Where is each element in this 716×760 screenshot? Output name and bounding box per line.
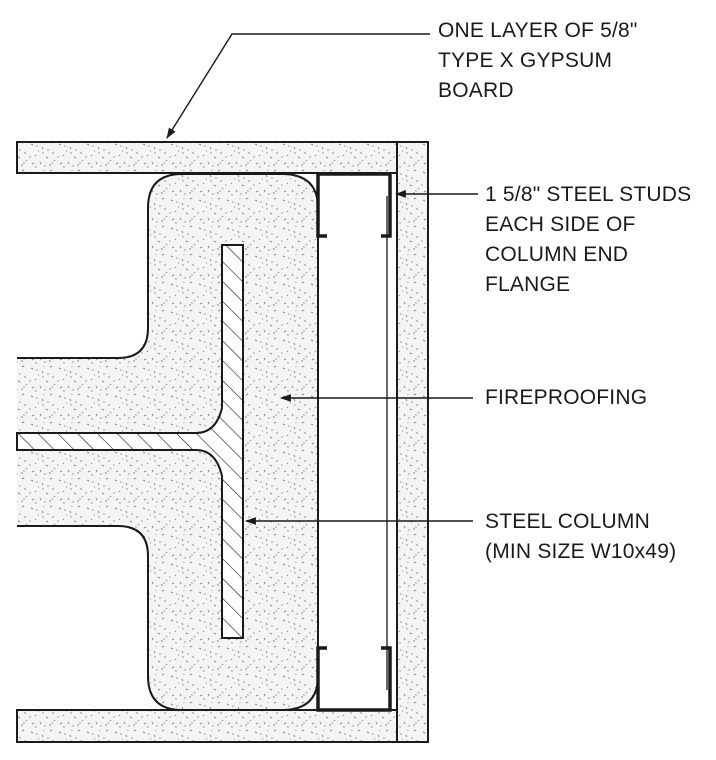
leader-gypsum — [166, 33, 430, 139]
callout-line: STEEL COLUMN — [485, 510, 650, 533]
gypsum-board-right — [396, 141, 429, 743]
callout-line: FIREPROOFING — [485, 386, 648, 409]
callout-line: BOARD — [438, 79, 514, 102]
gypsum-board-top — [16, 141, 429, 174]
gypsum-board-bottom — [16, 709, 429, 743]
callout-fireproofing: FIREPROOFING — [485, 383, 647, 413]
callout-line: TYPE X GYPSUM — [438, 49, 613, 72]
callout-gypsum-board: ONE LAYER OF 5/8" TYPE X GYPSUM BOARD — [438, 16, 638, 106]
callout-line: (MIN SIZE W10x49) — [485, 540, 677, 563]
callout-line: COLUMN END — [485, 243, 629, 266]
callout-line: EACH SIDE OF — [485, 213, 636, 236]
callout-steel-studs: 1 5/8" STEEL STUDS EACH SIDE OF COLUMN E… — [485, 180, 691, 300]
callout-line: 1 5/8" STEEL STUDS — [485, 183, 692, 206]
steel-column — [16, 244, 244, 639]
stud-top — [316, 172, 392, 238]
gypsum-board — [16, 141, 429, 743]
leaders — [166, 33, 478, 525]
steel-stud — [316, 172, 392, 712]
callout-line: FLANGE — [485, 273, 571, 296]
callout-steel-column: STEEL COLUMN (MIN SIZE W10x49) — [485, 507, 676, 567]
callout-line: ONE LAYER OF 5/8" — [438, 19, 638, 42]
stud-bottom — [316, 646, 392, 712]
